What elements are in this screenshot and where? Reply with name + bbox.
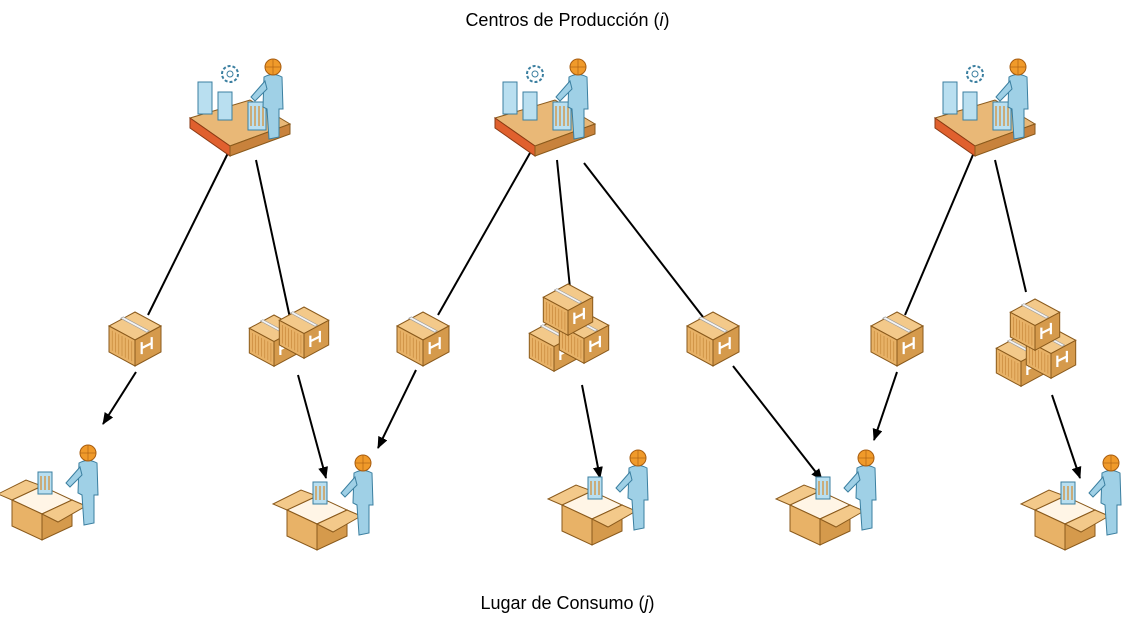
production-title-close: ) xyxy=(663,10,670,30)
shipment-5 xyxy=(685,311,741,367)
arrow-shipment-5-to-consumption-place-4 xyxy=(732,365,823,481)
edge-production-center-2-to-shipment-5 xyxy=(583,162,704,318)
shipment-4 xyxy=(528,283,610,373)
consumer-unboxing-icon xyxy=(774,449,877,546)
edges-layer xyxy=(102,149,1082,481)
shipment-1 xyxy=(107,311,163,367)
package-icon xyxy=(869,311,925,367)
shipment-3 xyxy=(395,311,451,367)
shipment-7 xyxy=(995,298,1077,388)
edge-production-center-3-to-shipment-7 xyxy=(994,159,1027,293)
consumption-place-1 xyxy=(0,444,99,541)
consumer-unboxing-icon xyxy=(0,444,99,541)
consumption-place-5 xyxy=(1019,454,1122,551)
consumer-unboxing-icon xyxy=(271,454,374,551)
package-icon xyxy=(685,311,741,367)
factory-worker-icon xyxy=(933,58,1037,157)
edge-production-center-2-to-shipment-4 xyxy=(556,159,571,289)
arrow-shipment-7-to-consumption-place-5 xyxy=(1051,394,1082,479)
consumer-unboxing-icon xyxy=(1019,454,1122,551)
package-icon xyxy=(995,298,1077,388)
package-icon xyxy=(395,311,451,367)
consumption-place-3 xyxy=(546,449,649,546)
package-icon xyxy=(107,311,163,367)
arrow-shipment-3-to-consumption-place-2 xyxy=(377,369,417,449)
edge-production-center-1-to-shipment-2 xyxy=(255,159,291,319)
factory-worker-icon xyxy=(188,58,292,157)
consumption-title-close: ) xyxy=(648,593,655,613)
shipment-6 xyxy=(869,311,925,367)
edge-production-center-1-to-shipment-1 xyxy=(147,152,229,316)
shipment-2 xyxy=(248,306,330,368)
producers-layer xyxy=(188,58,1037,157)
package-icon xyxy=(528,283,610,373)
edge-production-center-3-to-shipment-6 xyxy=(904,149,976,316)
consumption-places-title: Lugar de Consumo (j) xyxy=(0,593,1135,614)
production-title-text: Centros de Producción ( xyxy=(465,10,660,30)
arrow-shipment-2-to-consumption-place-2 xyxy=(297,374,328,479)
consumption-index-var: j xyxy=(644,593,649,613)
arrow-shipment-4-to-consumption-place-3 xyxy=(581,384,603,479)
production-center-1 xyxy=(188,58,292,157)
consumption-title-text: Lugar de Consumo ( xyxy=(480,593,645,613)
factory-worker-icon xyxy=(493,58,597,157)
production-index-var: i xyxy=(659,10,664,30)
package-icon xyxy=(248,306,330,368)
production-centers-title: Centros de Producción (i) xyxy=(0,10,1135,31)
consumers-layer xyxy=(0,444,1122,551)
production-center-2 xyxy=(493,58,597,157)
consumption-place-2 xyxy=(271,454,374,551)
consumption-place-4 xyxy=(774,449,877,546)
arrow-shipment-1-to-consumption-place-1 xyxy=(102,371,137,425)
shipments-layer xyxy=(107,283,1077,388)
production-center-3 xyxy=(933,58,1037,157)
arrow-shipment-6-to-consumption-place-4 xyxy=(872,371,898,441)
edge-production-center-2-to-shipment-3 xyxy=(437,152,531,316)
consumer-unboxing-icon xyxy=(546,449,649,546)
